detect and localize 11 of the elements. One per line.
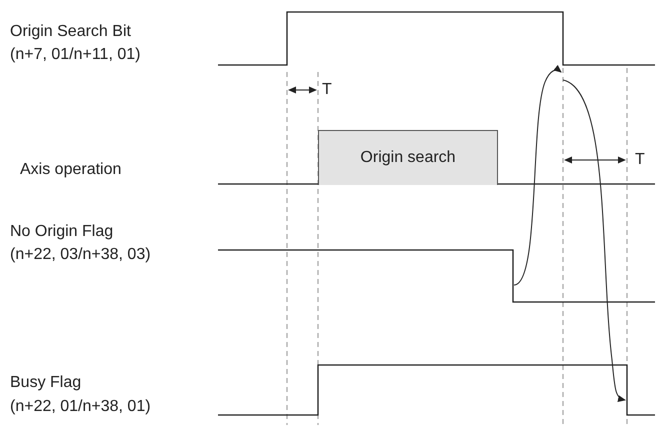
- operation-label: Origin search: [360, 149, 456, 167]
- time-label: T: [322, 80, 332, 100]
- signal-label: No Origin Flag: [10, 222, 114, 242]
- time-label: T: [635, 150, 645, 170]
- signal-label: Busy Flag: [10, 373, 82, 393]
- signal-label: (n+22, 03/n+38, 03): [10, 245, 151, 265]
- signal-label: Origin Search Bit: [10, 22, 131, 42]
- signal-label: (n+7, 01/n+11, 01): [10, 45, 140, 65]
- signal-label: Axis operation: [20, 160, 122, 180]
- signal-label: (n+22, 01/n+38, 01): [10, 397, 151, 417]
- operation-box: [318, 130, 498, 185]
